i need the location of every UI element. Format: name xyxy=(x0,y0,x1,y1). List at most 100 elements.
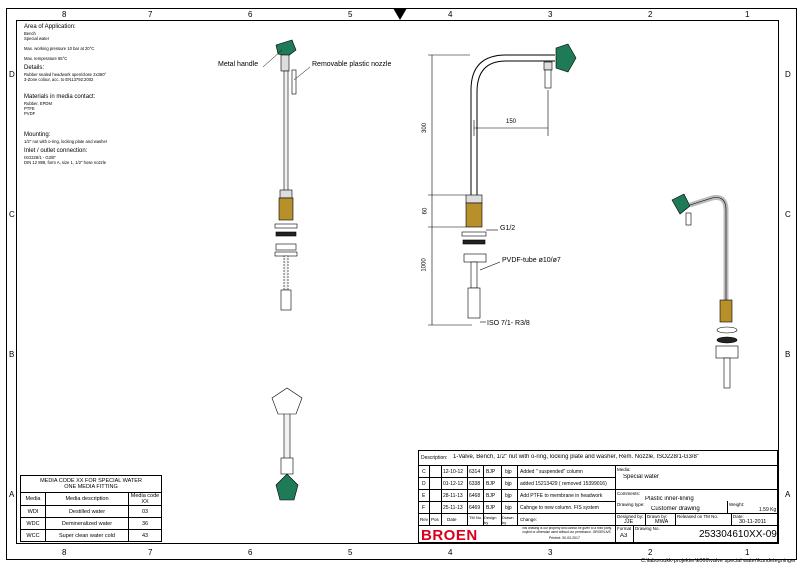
table-row: WDC Demineralized water 36 xyxy=(20,517,162,530)
comments-value: Plastic inner-lining xyxy=(645,496,694,502)
media-table-subtitle: ONE MEDIA FITTING xyxy=(64,484,118,490)
mounting-title: Mounting: xyxy=(24,132,51,138)
col-label: 5 xyxy=(348,10,353,19)
rev-header: Rev xyxy=(420,517,429,522)
rev-change: added 15213429 ( removed 15399016) xyxy=(520,481,607,487)
media-header: Media xyxy=(20,492,46,506)
printed-date: Printed: 30-03-2017 xyxy=(549,536,580,540)
rev-date: 25-11-13 xyxy=(443,505,463,511)
area-line: Bench xyxy=(24,31,36,36)
pos-header: Pos xyxy=(431,517,439,522)
col-label: 4 xyxy=(448,10,453,19)
rev-change: Added " suspended" column xyxy=(520,469,583,475)
comments-label: Comments: xyxy=(617,491,641,496)
rev-change: Add PTFE to membrane in headwork xyxy=(520,493,603,499)
rev-drawn: bjp xyxy=(505,469,512,475)
front-view-straight xyxy=(274,39,298,311)
materials-line: Rubber, EPDM xyxy=(24,101,52,106)
designed-by-label: Designed by: xyxy=(617,514,644,519)
col-label: 1 xyxy=(745,10,750,19)
drawing-area xyxy=(16,20,779,544)
media-label: Media: xyxy=(617,467,631,472)
col-label: 3 xyxy=(548,10,553,19)
materials-title: Materials in media contact: xyxy=(24,94,96,100)
inlet-line: ISO228/1 - G3/8" xyxy=(24,155,56,160)
row-label: C xyxy=(9,210,15,219)
drawing-type-label: Drawing type: xyxy=(617,502,645,507)
media-code-table: MEDIA CODE XX FOR SPECIAL WATER ONE MEDI… xyxy=(20,475,162,542)
dimension-60: 60 xyxy=(422,207,429,215)
rev-design: BJP xyxy=(486,505,496,511)
top-view-suspended xyxy=(271,387,303,501)
row-label: A xyxy=(785,490,791,499)
media-value: Special water xyxy=(623,474,660,480)
rev-tm-no: 6469 xyxy=(469,505,481,511)
iso-view xyxy=(671,193,739,389)
row-label: C xyxy=(785,210,791,219)
date-value: 30-11-2011 xyxy=(739,519,767,525)
media-description-header: Media description xyxy=(45,492,129,506)
rev-change: Cahnge to new column. FIS system xyxy=(520,505,599,511)
rev-letter: D xyxy=(422,481,426,487)
file-path: C:\laboroukk-projekter\k066\valve specia… xyxy=(640,558,796,564)
rev-tm-no: 6314 xyxy=(469,469,481,475)
rev-letter: F xyxy=(422,505,426,511)
materials-line: PTFE xyxy=(24,106,35,111)
drawn-header: Drawn by xyxy=(502,515,514,525)
row-label: D xyxy=(785,70,791,79)
rev-date: 12-10-12 xyxy=(443,469,464,475)
plastic-nozzle-label: Removable plastic nozzle xyxy=(312,61,392,68)
rev-date: 28-11-13 xyxy=(443,493,463,499)
rev-letter: E xyxy=(422,493,426,499)
dimension-150: 150 xyxy=(506,119,517,125)
copyright-note: This drawing is our property and cannot … xyxy=(521,527,612,534)
temperature-text: Max. temperature 65°C xyxy=(24,56,68,61)
col-label: 7 xyxy=(148,10,153,19)
change-header: Change: xyxy=(520,517,538,522)
description-text: 1-Valve, Bench, 1/2" nut with o-ring, lo… xyxy=(453,454,699,460)
drawing-type-value: Customer drawing xyxy=(651,506,700,512)
details-line: Rubber sealed headwork open/close 2x360° xyxy=(24,72,107,77)
col-label: 8 xyxy=(62,548,67,557)
col-label: 8 xyxy=(62,10,67,19)
drawn-by-label: Drawn by: xyxy=(647,514,668,519)
details-line: 3-Zone colour, acc. to EN13792:2002 xyxy=(24,77,94,82)
rev-tm-no: 6468 xyxy=(469,493,481,499)
center-mark-icon xyxy=(393,8,407,20)
table-row: WDI Destilled water 03 xyxy=(20,505,162,518)
col-label: 2 xyxy=(648,10,653,19)
drawn-by-value: MWA xyxy=(655,519,669,525)
col-label: 6 xyxy=(248,10,253,19)
rev-design: BJP xyxy=(486,469,496,475)
side-view-gooseneck xyxy=(428,43,577,326)
pvdf-tube-label: PVDF-tube ø10/ø7 xyxy=(502,257,561,264)
notes-block: Area of Application: Bench Special water… xyxy=(24,24,214,165)
row-label: A xyxy=(9,490,15,499)
dimension-300: 300 xyxy=(422,122,429,134)
rev-drawn: bjp xyxy=(505,481,512,487)
design-header: Design by xyxy=(484,515,497,525)
released-label: Released on TM No. xyxy=(677,514,719,519)
area-title: Area of Application: xyxy=(24,24,76,30)
media-code-header: Media code XX xyxy=(128,492,162,506)
materials-line: PVDF xyxy=(24,111,36,116)
row-label: D xyxy=(9,70,15,79)
drawing-number: 253304610XX-09 xyxy=(699,529,777,540)
area-line: Special water xyxy=(24,36,50,41)
col-label: 1 xyxy=(745,548,750,557)
tm-header: TM No. xyxy=(469,515,483,520)
broen-logo: BROEN xyxy=(421,527,478,544)
format-label: Format xyxy=(617,526,632,531)
format-value: A3 xyxy=(620,533,628,539)
rev-drawn: bjp xyxy=(505,493,512,499)
details-title: Details: xyxy=(24,65,45,71)
col-label: 5 xyxy=(348,548,353,557)
col-label: 6 xyxy=(248,548,253,557)
rev-design: BJP xyxy=(486,481,496,487)
thread-label: G1/2 xyxy=(500,225,516,232)
rev-date: 01-12-12 xyxy=(443,481,464,487)
date-header: Date xyxy=(447,517,457,522)
row-label: B xyxy=(785,350,791,359)
metal-handle-label: Metal handle xyxy=(218,61,259,68)
